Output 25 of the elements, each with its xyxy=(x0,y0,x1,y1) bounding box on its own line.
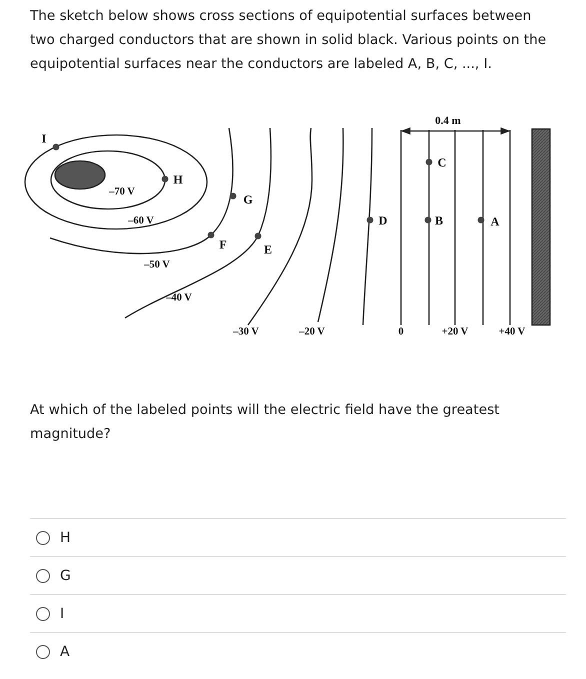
point-label: E xyxy=(264,242,272,258)
potential-label: –30 V xyxy=(233,326,259,338)
option-text: H xyxy=(60,530,71,546)
point-label: A xyxy=(490,214,500,230)
potential-label: 0 xyxy=(398,326,404,338)
potential-label: +20 V xyxy=(442,326,468,338)
potential-label: –60 V xyxy=(128,216,154,226)
point-label: C xyxy=(438,156,446,170)
intro-text: The sketch below shows cross sections of equipotential surfaces between two charged conductors that are shown in solid black. Various points on the equipotential surfaces near the conductors are labeled A, B, C, ..., I. xyxy=(30,7,548,74)
potential-label: –40 V xyxy=(166,292,192,304)
option-text: A xyxy=(60,644,70,660)
option-text: G xyxy=(60,568,71,584)
point-label: D xyxy=(378,214,388,228)
point-label: H xyxy=(173,172,183,188)
point-label: I xyxy=(42,132,46,146)
potential-label: –20 V xyxy=(299,326,325,338)
potential-label: +40 V xyxy=(498,326,526,338)
point-label: G xyxy=(243,192,253,208)
potential-label: –70 V xyxy=(109,186,135,198)
potential-label: –50 V xyxy=(144,260,170,270)
point-label: F xyxy=(219,238,227,252)
option-text: I xyxy=(60,606,64,622)
question-text: At which of the labeled points will the electric field have the greatest magnitude? xyxy=(30,401,500,444)
point-label: B xyxy=(435,214,443,228)
dimension-label: 0.4 m xyxy=(435,115,461,127)
